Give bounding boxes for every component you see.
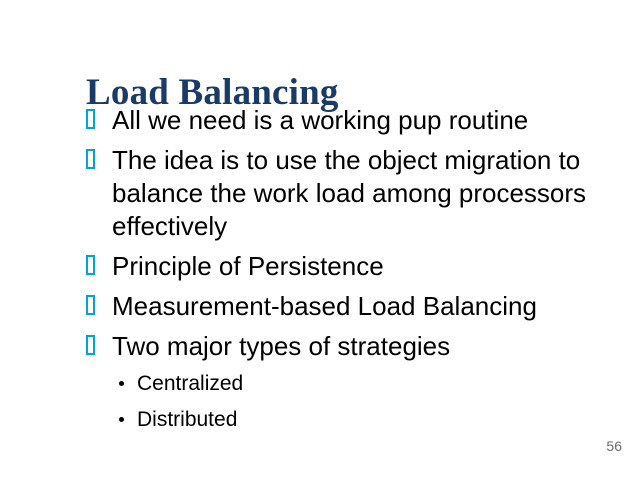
sub-bullet-item: Distributed — [119, 406, 596, 433]
bullet-item: The idea is to use the object migration … — [86, 144, 596, 243]
tofu-rectangle-icon — [86, 295, 95, 315]
bullet-item-label: The idea is to use the object migration … — [112, 145, 587, 241]
sub-bullet-item-label: Distributed — [137, 408, 238, 431]
tofu-rectangle-icon — [86, 109, 95, 129]
bullet-item-label: All we need is a working pup routine — [112, 105, 529, 135]
tofu-rectangle-icon — [86, 149, 95, 169]
round-dot-icon — [119, 417, 124, 422]
bullet-item: Principle of Persistence — [86, 250, 596, 283]
bullet-item: All we need is a working pup routine — [86, 104, 596, 137]
slide-title: Load Balancing — [86, 71, 339, 113]
sub-bullet-list: Centralized Distributed — [119, 370, 596, 433]
round-dot-icon — [119, 381, 124, 386]
slide-body-content: All we need is a working pup routine The… — [86, 104, 596, 442]
tofu-rectangle-icon — [86, 255, 95, 275]
bullet-item-label: Two major types of strategies — [112, 331, 451, 361]
tofu-rectangle-icon — [86, 335, 95, 355]
page-number: 56 — [606, 438, 622, 454]
bullet-item-label: Principle of Persistence — [112, 251, 384, 281]
sub-bullet-item-label: Centralized — [137, 372, 244, 395]
sub-bullet-item: Centralized — [119, 370, 596, 397]
bullet-item-label: Measurement-based Load Balancing — [112, 291, 537, 321]
bullet-item: Measurement-based Load Balancing — [86, 290, 596, 323]
bullet-item: Two major types of strategies — [86, 330, 596, 363]
